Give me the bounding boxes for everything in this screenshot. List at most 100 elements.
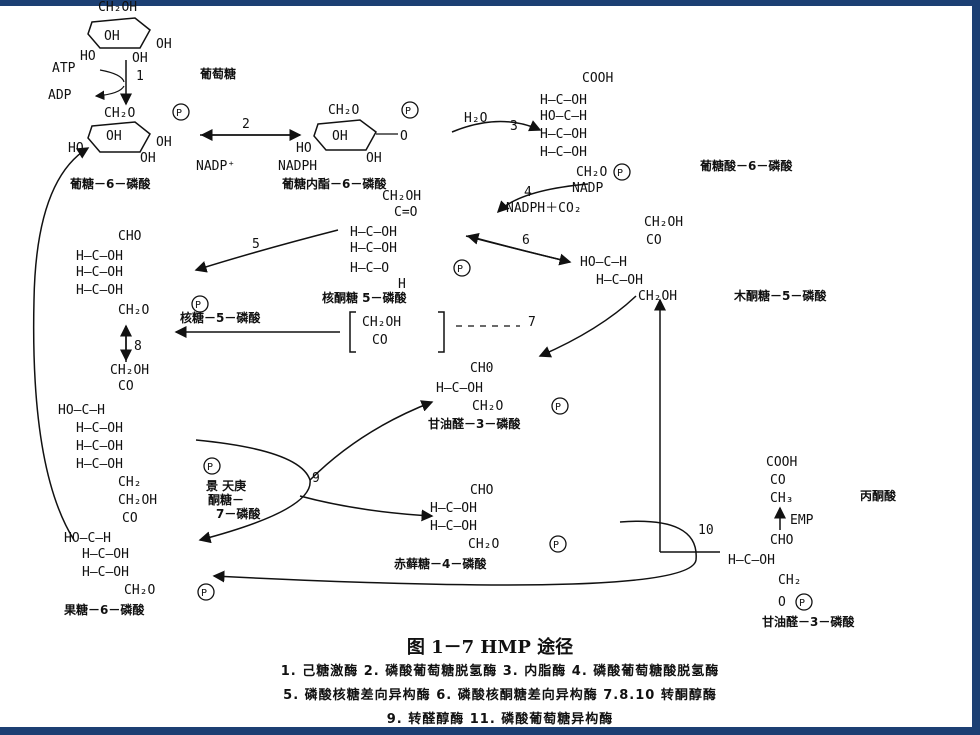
arrow-gluconate-to-ru5p — [496, 183, 589, 214]
lactone-structure: CH₂O P OH O HO OH — [296, 101, 419, 166]
svg-text:H—C—OH: H—C—OH — [76, 265, 123, 280]
enzyme-10-label: 10 — [698, 523, 714, 538]
e4p-structure: CHO H—C—OH H—C—OH CH₂O P — [430, 483, 567, 553]
svg-text:OH: OH — [140, 151, 156, 166]
svg-text:H—C—OH: H—C—OH — [76, 421, 123, 436]
svg-text:P: P — [195, 300, 201, 311]
enzyme-legend-line-3: 9. 转醛醇酶 11. 磷酸葡萄糖异构酶 — [386, 712, 614, 727]
svg-text:CH₂O: CH₂O — [576, 165, 607, 180]
glucose-label: 葡萄糖 — [199, 66, 236, 81]
svg-text:CH₂OH: CH₂OH — [382, 189, 421, 204]
arrow-f6p-to-g6p — [32, 147, 90, 541]
nadph-label-1: NADPH — [278, 159, 317, 174]
c2-fragment: CH₂OH CO — [349, 311, 445, 353]
svg-text:P: P — [176, 108, 182, 119]
svg-text:CHO: CHO — [118, 229, 142, 244]
g6p-label: 葡糖－6－磷酸 — [69, 176, 151, 191]
enzyme-9-label: 9 — [312, 471, 320, 486]
svg-text:P: P — [799, 598, 805, 609]
enzyme-legend-line-2: 5. 磷酸核糖差向异构酶 6. 磷酸核酮糖差向异构酶 7.8.10 转酮醇酶 — [283, 688, 717, 703]
svg-text:CHO: CHO — [770, 533, 794, 548]
svg-text:OH: OH — [156, 135, 172, 150]
svg-text:OH: OH — [132, 51, 148, 66]
svg-text:CH₂O: CH₂O — [328, 103, 359, 118]
arrow-9-to-e4p — [299, 495, 434, 522]
figure-title: 图 1－7 HMP 途径 — [406, 637, 574, 658]
svg-text:CH₂O: CH₂O — [468, 537, 499, 552]
glucose-structure: CH₂OH OH OH HO OH — [80, 0, 172, 66]
nadp-plus-label: NADP⁺ — [196, 159, 235, 174]
s7p-structure: CH₂OH CO HO—C—H H—C—OH H—C—OH H—C—OH P C… — [58, 363, 221, 490]
svg-text:H: H — [398, 277, 406, 292]
svg-text:CH₂: CH₂ — [118, 475, 141, 490]
s7p-label-2: 酮糖－ — [208, 492, 244, 507]
svg-text:HO: HO — [68, 141, 84, 156]
s7p-label-3: 7－磷酸 — [216, 506, 261, 521]
h2o-label: H₂O — [464, 111, 488, 126]
svg-text:H—C—OH: H—C—OH — [350, 225, 397, 240]
g3p-structure: CHO H—C—OH CH₂ O P — [728, 533, 813, 611]
gap-structure: CH0 H—C—OH CH₂O P — [436, 361, 569, 415]
svg-text:O: O — [400, 129, 408, 144]
svg-text:H—C—OH: H—C—OH — [430, 519, 477, 534]
ru5p-structure: CH₂OH C=O H—C—OH H—C—OH H—C—O P H — [350, 189, 471, 292]
svg-text:CH₂O: CH₂O — [104, 106, 135, 121]
arrow-ru5p-to-r5p — [194, 229, 339, 273]
arrow-9-to-gap — [309, 400, 434, 481]
pyruvate-structure: COOH CO CH₃ — [766, 455, 797, 506]
svg-text:H—C—OH: H—C—OH — [728, 553, 775, 568]
svg-text:HO: HO — [296, 141, 312, 156]
svg-text:H—C—O: H—C—O — [350, 261, 389, 276]
bottom-frame-bar — [0, 727, 980, 735]
lactone-label: 葡糖内酯－6－磷酸 — [281, 176, 387, 191]
arrow-lactone-to-gluconate — [451, 120, 542, 133]
pyruvate-label: 丙酮酸 — [860, 488, 897, 503]
svg-text:H—C—OH: H—C—OH — [540, 145, 587, 160]
svg-text:H—C—OH: H—C—OH — [436, 381, 483, 396]
svg-text:CH0: CH0 — [470, 361, 493, 376]
nadp-label: NADP — [572, 181, 603, 196]
svg-text:OH: OH — [332, 129, 348, 144]
svg-text:COOH: COOH — [766, 455, 797, 470]
svg-text:CH₂OH: CH₂OH — [638, 289, 677, 304]
svg-text:P: P — [553, 540, 559, 551]
svg-text:HO—C—H: HO—C—H — [540, 109, 587, 124]
svg-text:CH₂OH: CH₂OH — [644, 215, 683, 230]
enzyme-1-label: 1 — [136, 69, 144, 84]
svg-text:CH₂OH: CH₂OH — [362, 315, 401, 330]
enzyme-7-label: 7 — [528, 315, 536, 330]
svg-text:CH₂O: CH₂O — [118, 303, 149, 318]
svg-text:C=O: C=O — [394, 205, 418, 220]
svg-text:H—C—OH: H—C—OH — [596, 273, 643, 288]
r5p-label: 核糖－5－磷酸 — [180, 310, 261, 325]
svg-text:CH₂: CH₂ — [778, 573, 801, 588]
svg-text:H—C—OH: H—C—OH — [82, 547, 129, 562]
ru5p-label: 核酮糖 5－磷酸 — [322, 290, 408, 305]
svg-text:CH₂OH: CH₂OH — [110, 363, 149, 378]
emp-label: EMP — [790, 513, 814, 528]
gluconate6p-label: 葡糖酸－6－磷酸 — [699, 158, 793, 173]
svg-text:H—C—OH: H—C—OH — [76, 249, 123, 264]
s7p-label-1: 景 天庚 — [206, 478, 246, 493]
svg-text:CO: CO — [118, 379, 134, 394]
svg-text:H—C—OH: H—C—OH — [430, 501, 477, 516]
gap-label: 甘油醛－3－磷酸 — [428, 416, 521, 431]
svg-text:OH: OH — [104, 29, 120, 44]
enzyme-legend-line-1: 1. 己糖激酶 2. 磷酸葡萄糖脱氢酶 3. 内脂酶 4. 磷酸葡萄糖酸脱氢酶 — [280, 664, 720, 679]
svg-text:HO—C—H: HO—C—H — [58, 403, 105, 418]
svg-text:CHO: CHO — [470, 483, 494, 498]
svg-text:P: P — [555, 402, 561, 413]
svg-text:CH₂O: CH₂O — [472, 399, 503, 414]
svg-text:P: P — [457, 264, 463, 275]
svg-text:HO: HO — [80, 49, 96, 64]
top-frame-bar — [0, 0, 980, 6]
right-frame-bar — [972, 0, 980, 735]
enzyme-4-label: 4 — [524, 185, 532, 200]
adp-label: ADP — [48, 88, 72, 103]
enzyme-2-label: 2 — [242, 117, 250, 132]
e4p-label: 赤藓糖－4－磷酸 — [394, 556, 487, 571]
svg-text:P: P — [201, 588, 207, 599]
svg-text:OH: OH — [156, 37, 172, 52]
svg-text:CO: CO — [770, 473, 786, 488]
